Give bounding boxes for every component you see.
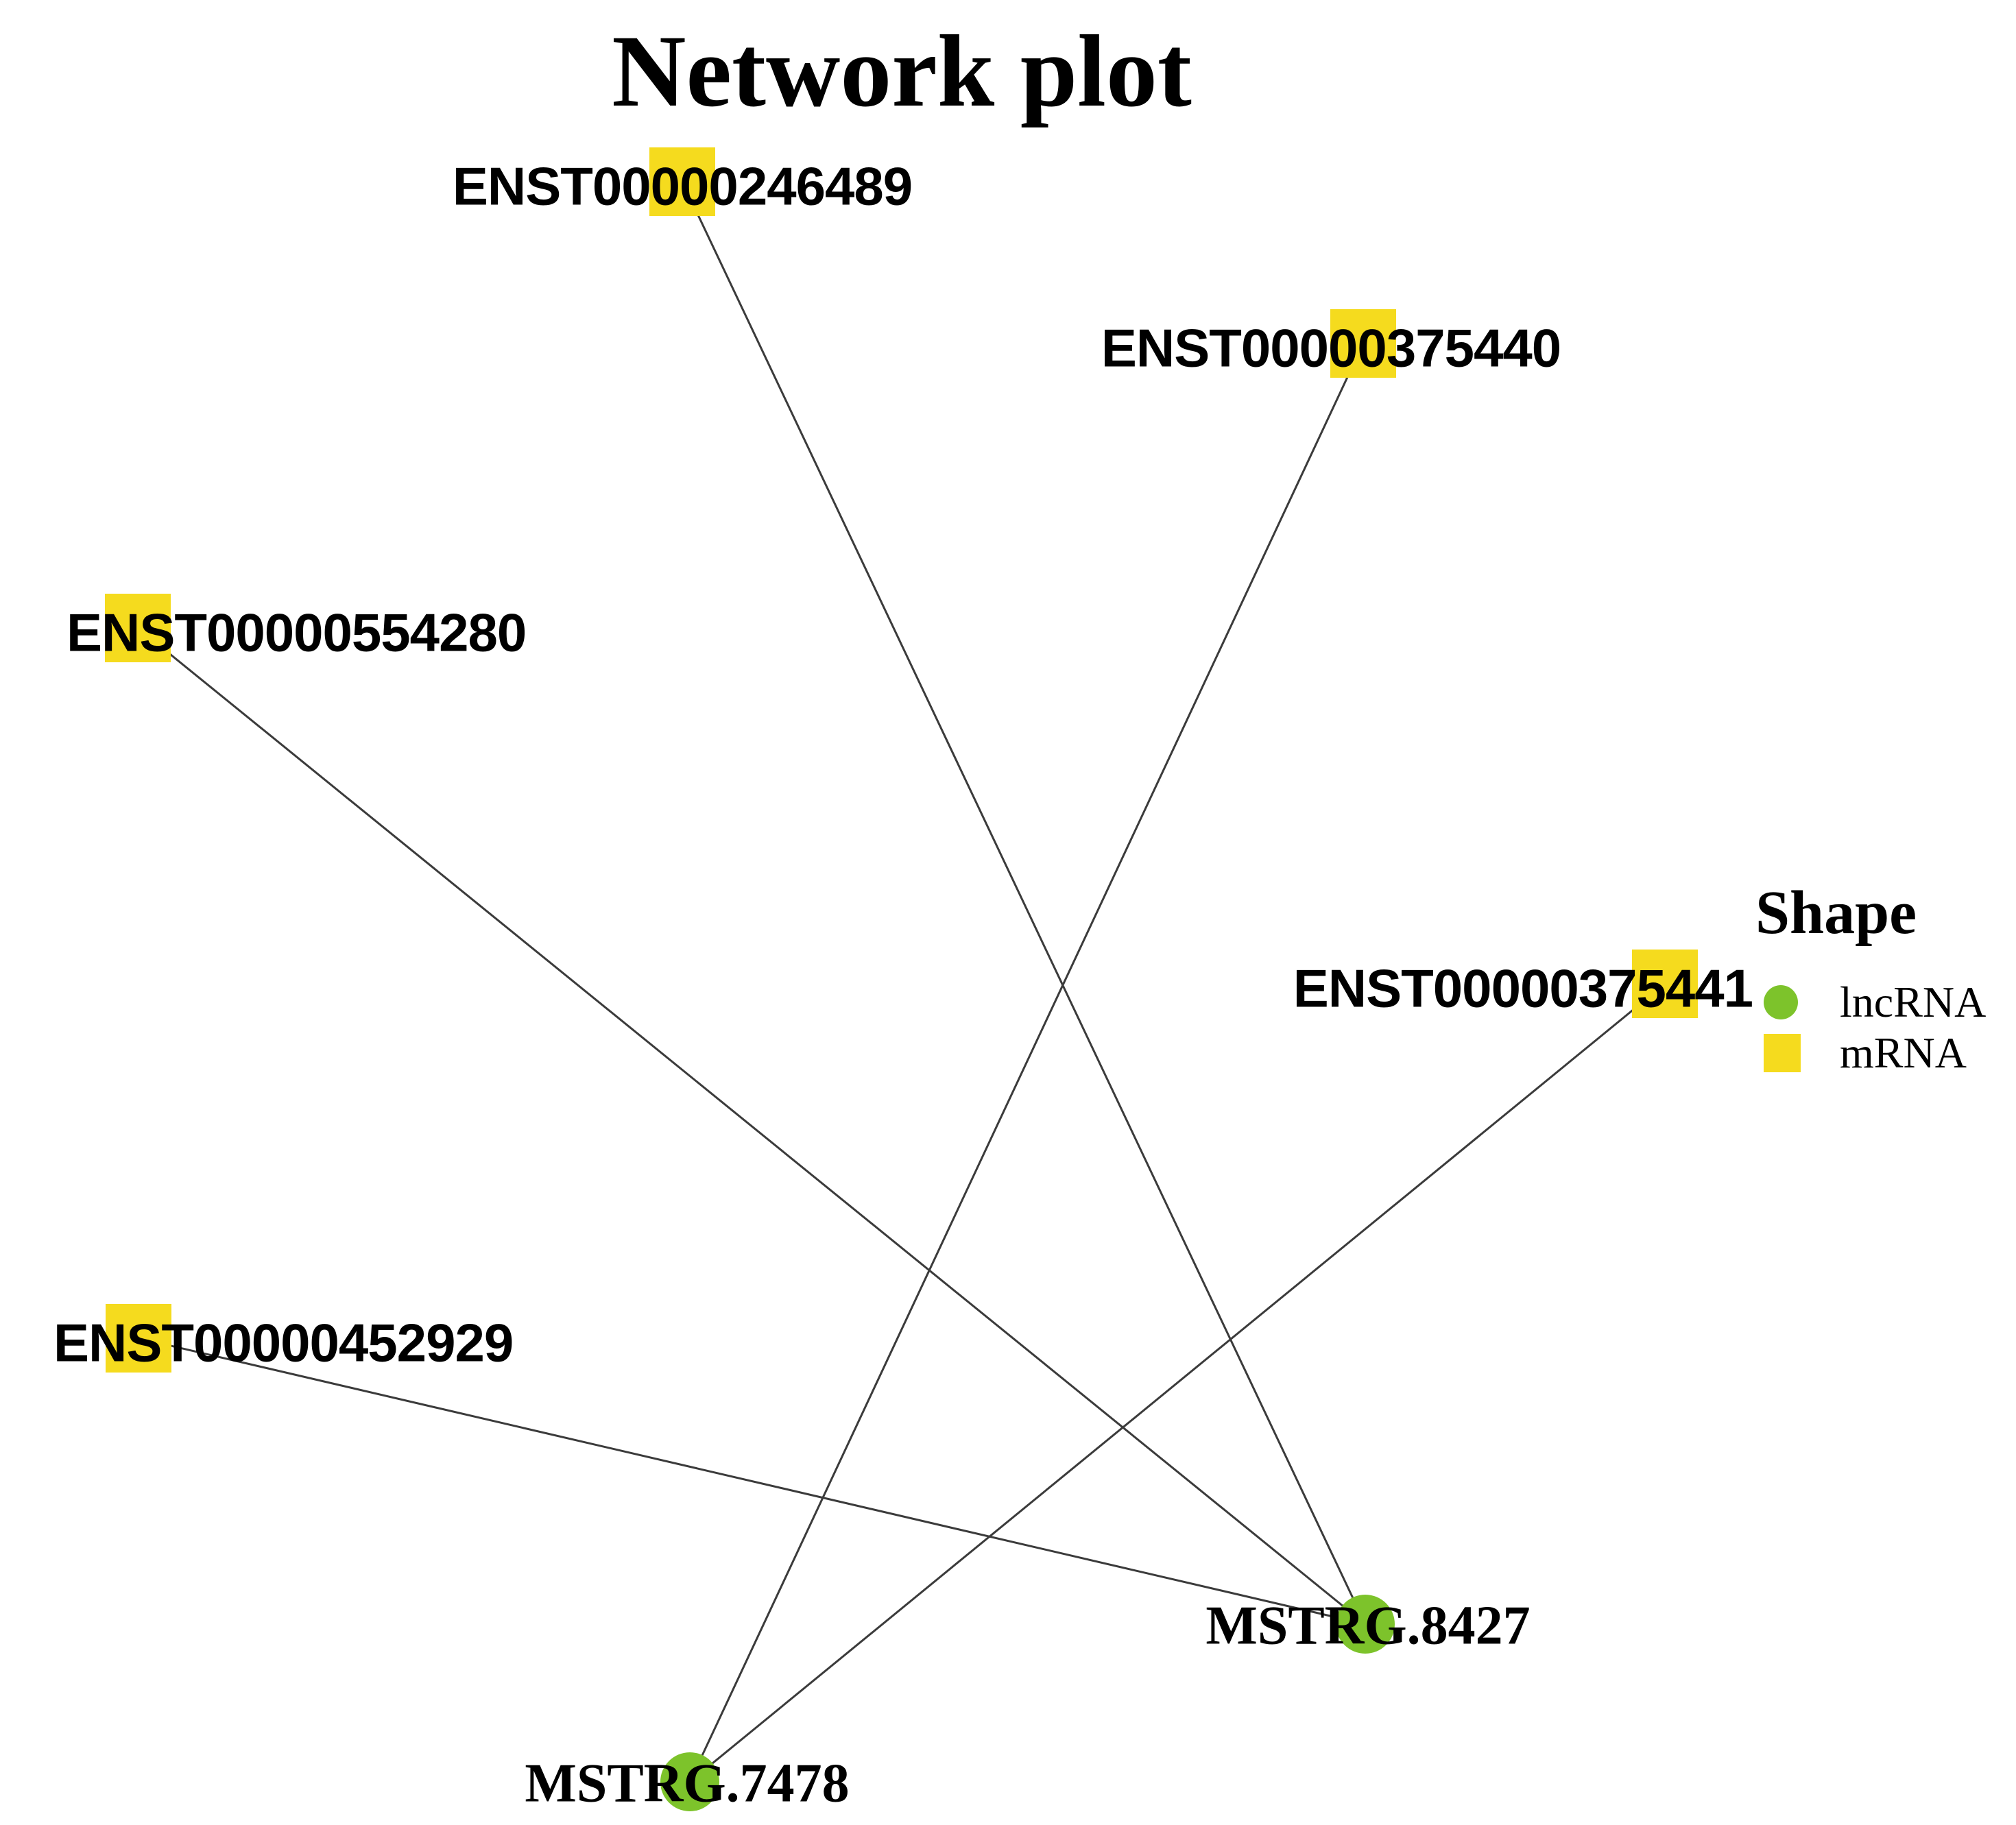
lncrna-node-circle bbox=[660, 1752, 719, 1811]
lncrna-node-circle bbox=[1336, 1595, 1395, 1654]
legend-title: Shape bbox=[1755, 879, 1917, 947]
node-label: ENST00000375441 bbox=[1293, 958, 1753, 1019]
legend-item-label: mRNA bbox=[1840, 1028, 1967, 1077]
node-label: ENST00000452929 bbox=[53, 1312, 514, 1373]
edge bbox=[137, 627, 1366, 1625]
node-label: ENST00000375440 bbox=[1101, 317, 1561, 378]
legend: Shape lncRNA mRNA bbox=[1755, 878, 1986, 1077]
mrna-node-square bbox=[105, 594, 171, 662]
node-label: MSTRG.8427 bbox=[1205, 1595, 1531, 1656]
node-label: MSTRG.7478 bbox=[525, 1753, 850, 1814]
edge bbox=[688, 343, 1365, 1782]
edge bbox=[138, 1337, 1366, 1625]
mrna-node-square bbox=[649, 147, 715, 216]
edge bbox=[689, 982, 1666, 1783]
node-label: ENST00000246489 bbox=[452, 156, 913, 217]
mrna-node-square bbox=[1632, 950, 1698, 1018]
edge bbox=[681, 181, 1367, 1625]
figure-title: Network plot bbox=[612, 14, 1192, 128]
mrna-square-icon bbox=[1764, 1034, 1801, 1072]
mrna-node-square bbox=[106, 1304, 171, 1373]
mrna-node-square bbox=[1330, 309, 1396, 378]
legend-item-label: lncRNA bbox=[1840, 978, 1987, 1026]
node-label: ENST00000554280 bbox=[67, 602, 527, 663]
lncrna-circle-icon bbox=[1764, 985, 1798, 1019]
